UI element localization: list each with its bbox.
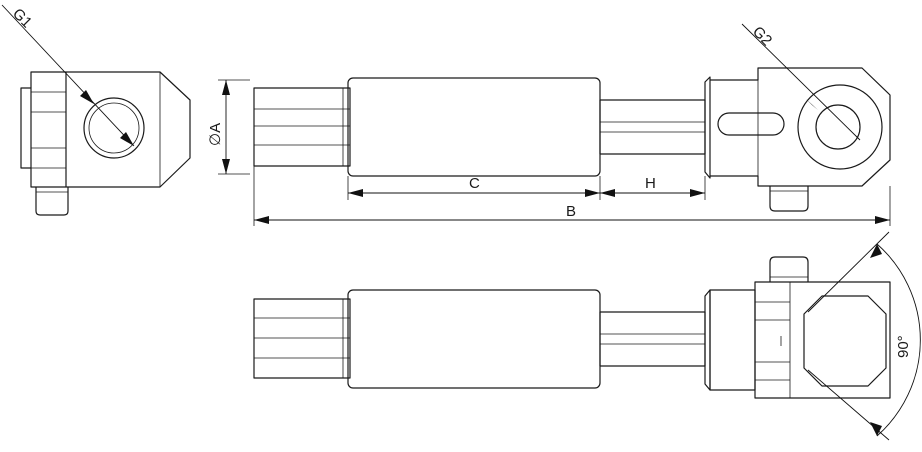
angle-arc (876, 243, 921, 437)
diameter-a-dimension: ∅A (207, 79, 250, 175)
rod-top (599, 99, 706, 155)
clamp-block-top (710, 67, 891, 187)
rod-end-flange-top (704, 76, 711, 179)
clamp-inner-circle (815, 104, 861, 150)
end-view-left (20, 71, 191, 216)
clamp-neck-bottom (709, 289, 756, 391)
piston-head-bottom (253, 298, 351, 379)
cylinder-body-top (347, 77, 601, 177)
octagonal-seat (803, 295, 887, 387)
side-view-top (253, 67, 891, 212)
side-view-bottom (253, 256, 891, 399)
knurled-screw-left (35, 187, 69, 216)
angle-label: 90° (895, 335, 912, 358)
piston-head-top (253, 87, 351, 167)
clamp-outer-circle (797, 84, 883, 170)
g1-dimension: G1 (1, 4, 135, 147)
bore-inner-circle (88, 102, 140, 154)
clamp-body-bottom (754, 281, 891, 399)
b-label: B (566, 203, 576, 220)
end-block-outline (30, 71, 191, 188)
g2-dimension: G2 (741, 23, 861, 141)
slot-pin (717, 112, 785, 136)
b-dimension: B (253, 166, 891, 226)
end-cap-stub (20, 87, 32, 169)
bore-outer-circle (83, 97, 145, 159)
g1-label: G1 (9, 5, 35, 31)
rod-bottom (599, 311, 706, 367)
knurled-screw-right-bottom (769, 256, 809, 282)
rod-end-flange-bottom (704, 289, 711, 391)
diameter-a-label: ∅A (207, 123, 224, 146)
knurled-screw-right-top (769, 186, 809, 212)
angle-dimension: 90° (807, 231, 921, 441)
c-dimension: C (347, 175, 601, 200)
g2-label: G2 (749, 23, 775, 49)
c-label: C (469, 175, 480, 192)
h-label: H (645, 175, 656, 192)
h-dimension: H (600, 175, 706, 200)
cylinder-body-bottom (347, 289, 601, 389)
